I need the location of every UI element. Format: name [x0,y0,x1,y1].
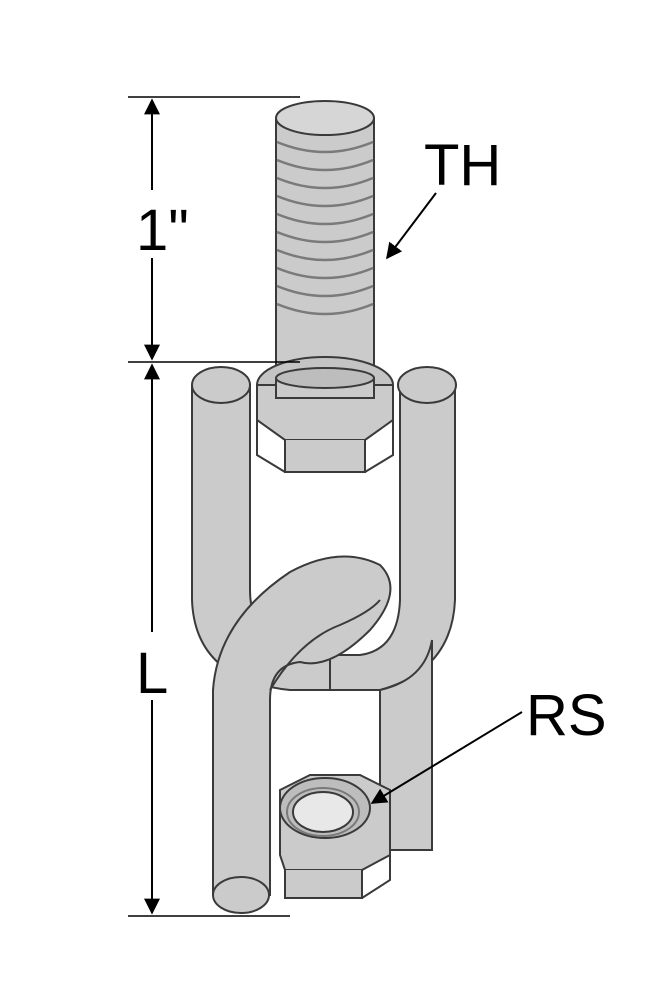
length-label: L [136,641,168,706]
upper-link [191,366,457,691]
lower-link [212,555,392,914]
upper-hex-nut [256,356,394,473]
th-leader-arrow [386,192,437,260]
leader-arrows [370,192,523,804]
lower-link-back [379,639,433,851]
rod-size-label: RS [526,683,607,748]
threaded-end-label: TH [424,133,501,198]
lower-hex-nut [279,774,391,899]
threaded-stud [275,100,375,379]
rs-leader-arrow [370,711,523,804]
thread-height-label: 1" [136,198,189,263]
